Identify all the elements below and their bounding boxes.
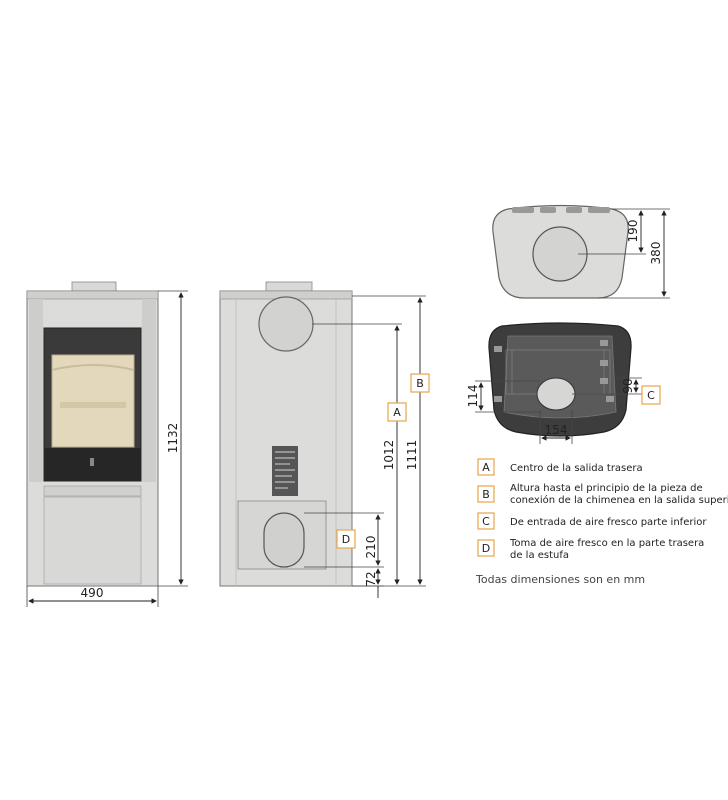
svg-text:C: C bbox=[647, 389, 655, 402]
units-note: Todas dimensiones son en mm bbox=[475, 573, 645, 586]
front-left-panel bbox=[29, 299, 43, 482]
legend-item-b: B Altura hasta el principio de la pieza … bbox=[477, 483, 728, 506]
height-210-label: 210 bbox=[364, 536, 378, 559]
top-380-label: 380 bbox=[649, 242, 663, 265]
legend-item-c: C De entrada de aire fresco parte inferi… bbox=[477, 512, 707, 530]
bottom-114-label: 114 bbox=[466, 385, 480, 408]
rear-flue-outlet bbox=[258, 296, 314, 352]
marker-d: D bbox=[336, 529, 356, 549]
bottom-154-label: 154 bbox=[545, 423, 568, 437]
legend-item-d: D Toma de aire fresco en la parte traser… bbox=[477, 538, 704, 561]
firebox-baffle bbox=[60, 402, 126, 408]
bottom-view: 114 90 154 C bbox=[466, 322, 661, 444]
svg-text:De entrada de aire fresco part: De entrada de aire fresco parte inferior bbox=[510, 517, 707, 528]
svg-text:conexión de la chimenea en la: conexión de la chimenea en la salida sup… bbox=[510, 494, 728, 506]
legend: A Centro de la salida trasera B Altura h… bbox=[475, 458, 728, 586]
rear-air-inlet bbox=[263, 512, 305, 568]
svg-text:D: D bbox=[482, 542, 490, 555]
legend-item-a: A Centro de la salida trasera bbox=[477, 458, 643, 476]
rear-dimensions: 1012 1111 210 72 A B D bbox=[304, 295, 430, 598]
rear-view bbox=[219, 281, 353, 587]
marker-c: C bbox=[641, 385, 661, 405]
svg-text:D: D bbox=[342, 533, 350, 546]
bottom-air-inlet bbox=[536, 377, 576, 411]
front-right-panel bbox=[142, 299, 156, 482]
height-1012-label: 1012 bbox=[382, 440, 396, 471]
front-grate-bar bbox=[43, 485, 142, 497]
height-72-label: 72 bbox=[364, 571, 378, 586]
svg-text:Centro de la salida trasera: Centro de la salida trasera bbox=[510, 463, 643, 474]
svg-text:Toma de aire fresco en la part: Toma de aire fresco en la parte trasera bbox=[509, 538, 704, 549]
svg-text:A: A bbox=[482, 461, 490, 474]
svg-text:B: B bbox=[482, 488, 490, 501]
svg-text:de la estufa: de la estufa bbox=[510, 550, 569, 561]
top-view: 190 380 bbox=[492, 204, 670, 299]
height-1111-label: 1111 bbox=[405, 440, 419, 471]
bottom-90-label: 90 bbox=[621, 378, 635, 393]
marker-b: B bbox=[410, 373, 430, 393]
width-490-label: 490 bbox=[81, 586, 104, 600]
marker-a: A bbox=[387, 402, 407, 422]
svg-text:B: B bbox=[416, 377, 424, 390]
front-dimensions: 1132 490 bbox=[26, 290, 188, 607]
firebox-glass bbox=[51, 354, 135, 448]
svg-text:A: A bbox=[393, 406, 401, 419]
svg-text:C: C bbox=[482, 515, 490, 528]
svg-text:Altura hasta el principio de l: Altura hasta el principio de la pieza de bbox=[510, 483, 703, 494]
height-1132-label: 1132 bbox=[166, 423, 180, 454]
front-top-plate bbox=[26, 290, 159, 300]
front-view bbox=[26, 281, 159, 587]
door-handle-icon bbox=[90, 458, 94, 466]
top-190-label: 190 bbox=[626, 220, 640, 243]
front-wood-storage-door bbox=[43, 496, 142, 585]
